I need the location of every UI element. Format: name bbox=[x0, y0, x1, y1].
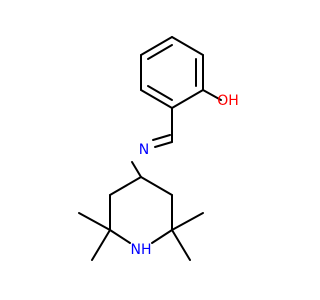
bond bbox=[109, 176, 142, 196]
ring-amine-label: NH bbox=[131, 242, 152, 258]
bond bbox=[171, 36, 204, 56]
benzene-ring bbox=[140, 36, 204, 109]
molecule-drawing: OH N NH bbox=[78, 36, 239, 261]
methyl-bond bbox=[171, 212, 204, 231]
methyl-bond bbox=[91, 229, 111, 261]
methyl-bond bbox=[78, 212, 111, 231]
bond-inner bbox=[147, 85, 173, 101]
bond bbox=[140, 89, 173, 109]
bond-ch-n-second bbox=[152, 134, 171, 141]
piperidine-ring bbox=[109, 176, 173, 244]
imine-nitrogen-label: N bbox=[139, 142, 149, 158]
bond bbox=[140, 176, 173, 196]
bond bbox=[140, 36, 173, 56]
bond-c-oh bbox=[202, 89, 222, 101]
hydroxyl-label: OH bbox=[217, 93, 239, 109]
methyl-bond bbox=[171, 229, 191, 261]
bond bbox=[171, 89, 204, 109]
structure-canvas: OH N NH bbox=[78, 36, 239, 261]
bond-inner bbox=[147, 44, 173, 60]
bond bbox=[109, 229, 131, 244]
bond-n-c4 bbox=[131, 161, 142, 178]
bond bbox=[151, 229, 173, 244]
methyl-groups bbox=[78, 212, 204, 261]
bond-ch-n bbox=[154, 141, 173, 148]
